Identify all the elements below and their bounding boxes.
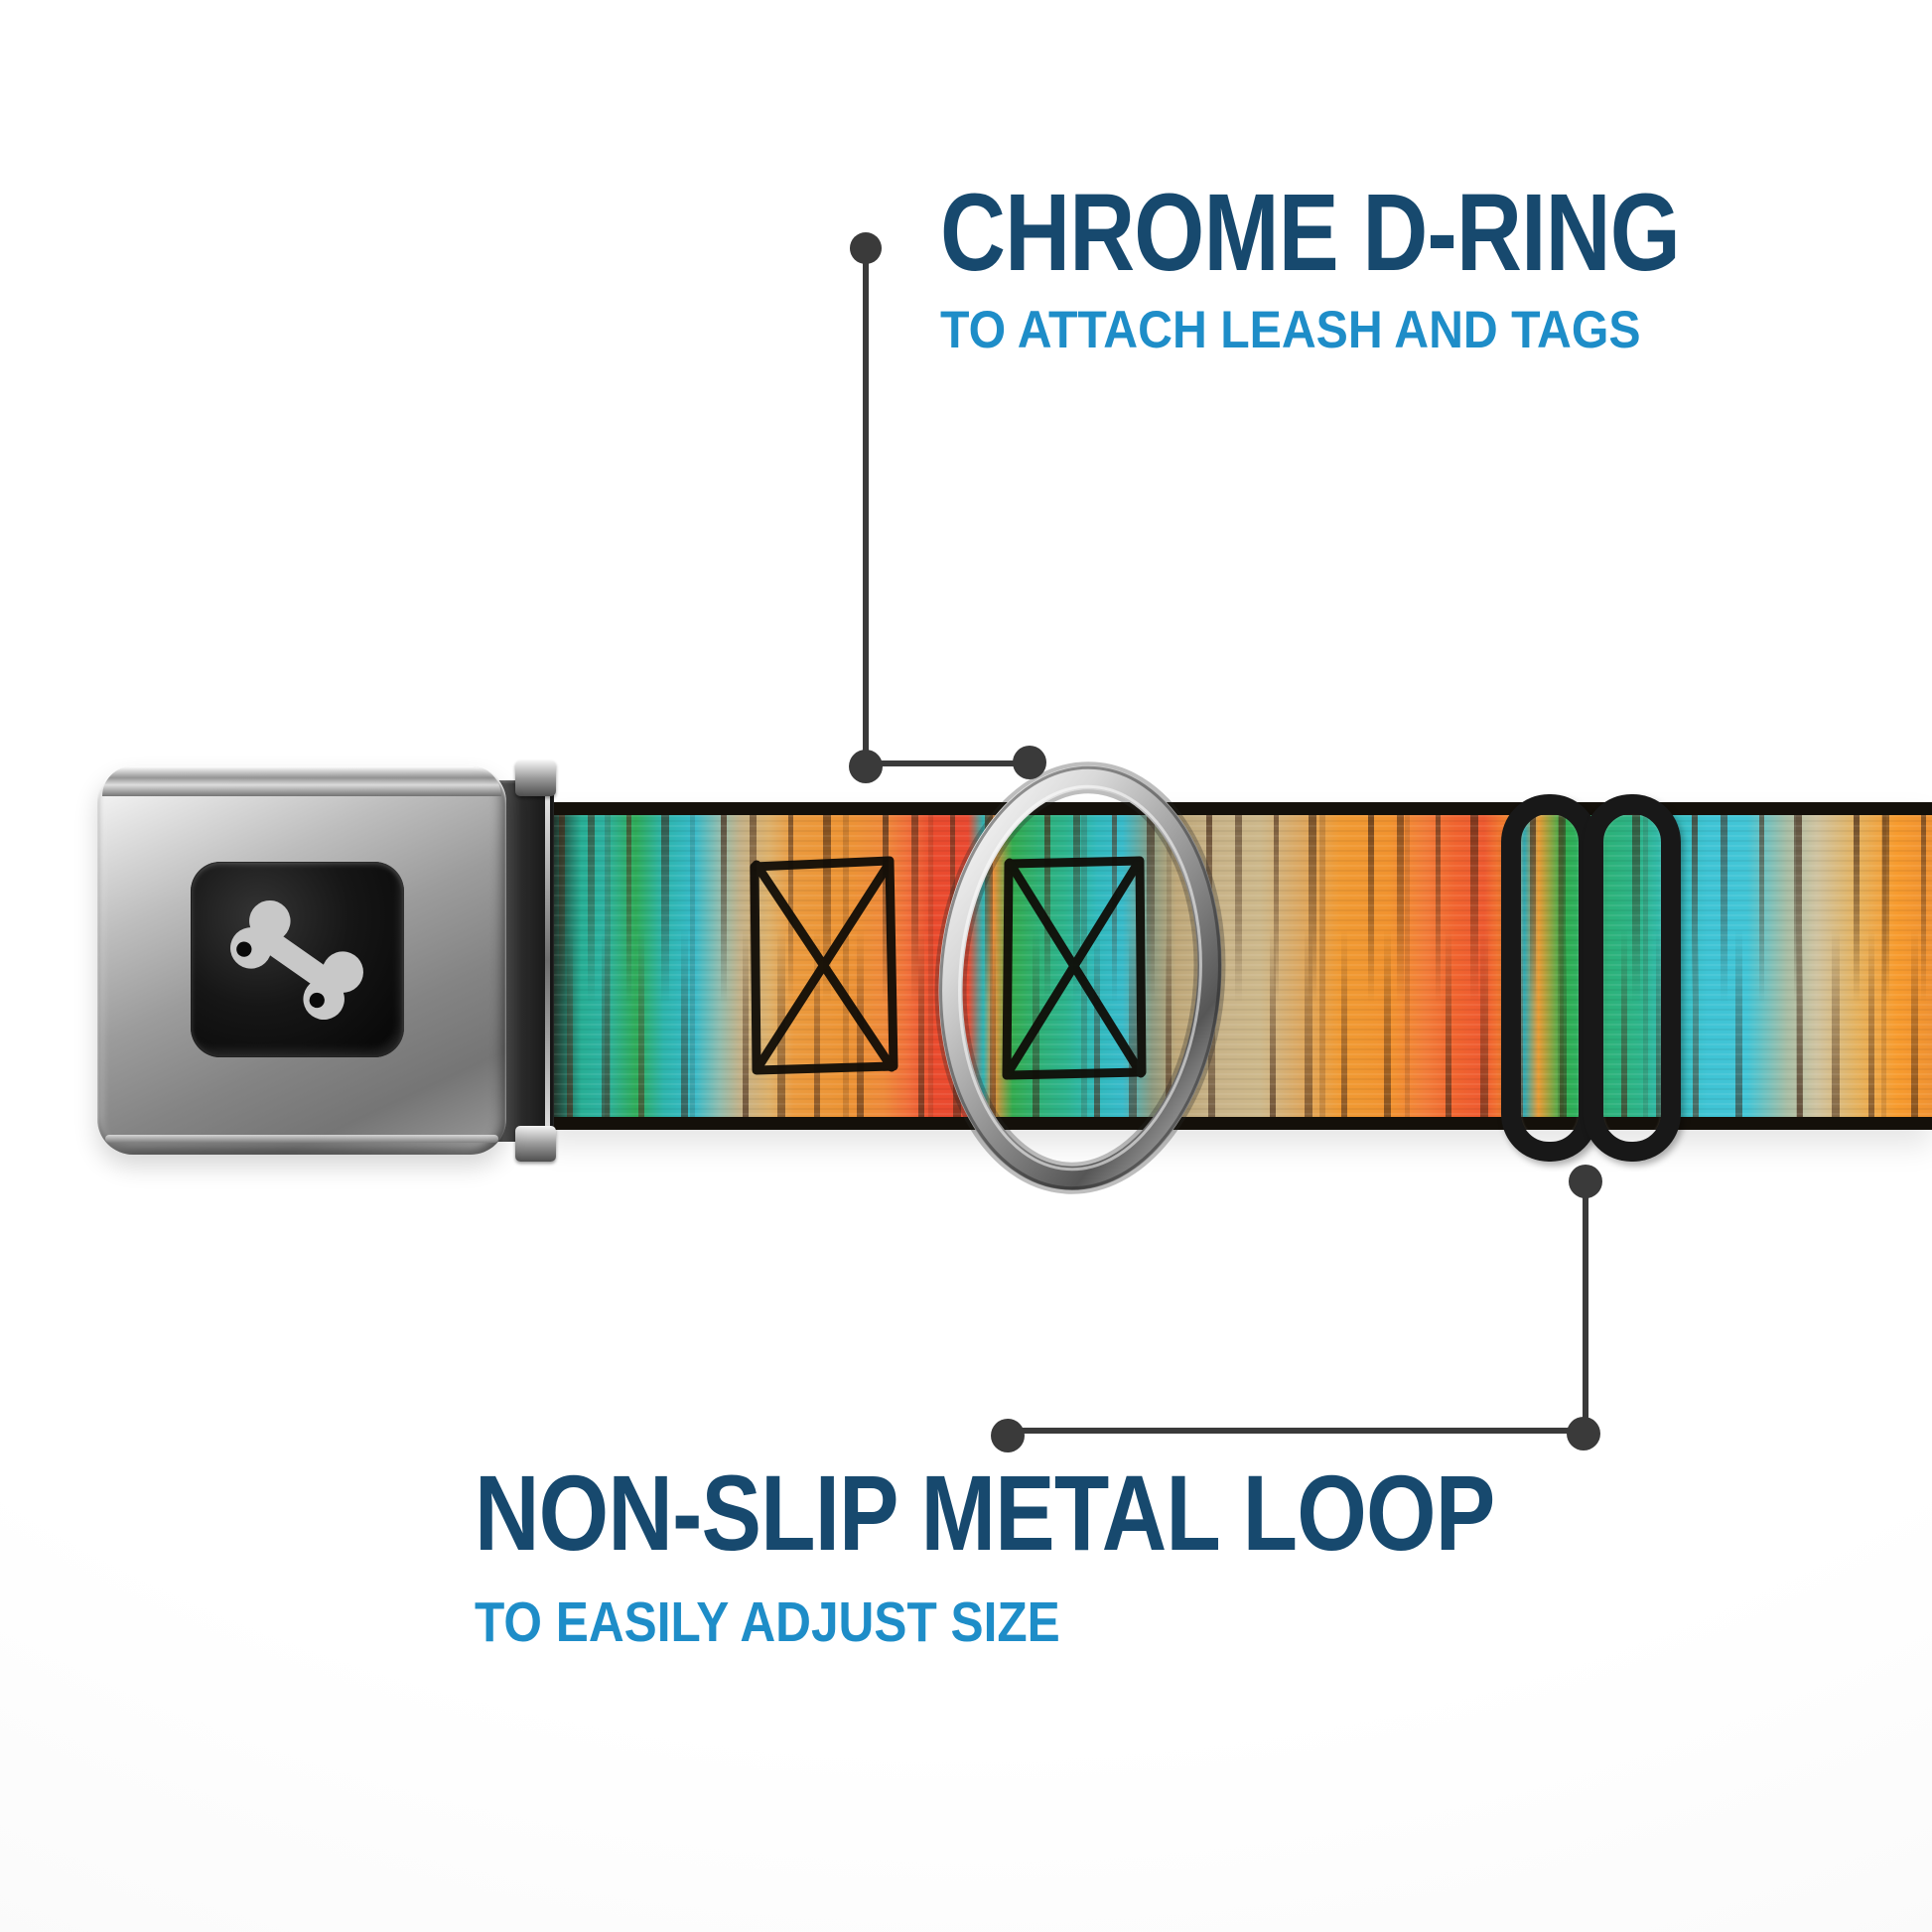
callout-line-vertical: [863, 248, 869, 766]
callout-line-horizontal: [1008, 1428, 1584, 1434]
callout-line-vertical: [1583, 1181, 1588, 1434]
callout-dot: [1567, 1417, 1600, 1450]
chrome-d-ring: [934, 761, 1226, 1194]
bottom-callout-title: NON-SLIP METAL LOOP: [475, 1452, 1495, 1573]
top-callout-subtitle: TO ATTACH LEASH AND TAGS: [940, 301, 1641, 359]
dog-bone-icon: [230, 899, 363, 1021]
seatbelt-buckle: [97, 766, 506, 1155]
buckle-hook-bottom: [515, 1126, 556, 1162]
stitch-box-x: [750, 856, 898, 1075]
stitch-box-x: [1002, 856, 1147, 1080]
box-x-stitches: [750, 856, 1147, 1080]
buckle-hook-top: [515, 760, 556, 796]
buckle-top-strip: [102, 766, 501, 796]
callout-dot: [991, 1419, 1025, 1452]
bottom-callout-subtitle: TO EASILY ADJUST SIZE: [475, 1590, 1060, 1654]
buckle-emblem-window: [191, 862, 404, 1057]
top-callout-title: CHROME D-RING: [940, 172, 1681, 294]
metal-loop-slider-right: [1584, 794, 1681, 1162]
buckle-latch-slit: [545, 790, 550, 1132]
callout-dot: [1013, 746, 1046, 779]
callout-dot: [849, 750, 883, 783]
callout-line-horizontal: [866, 760, 1030, 766]
buckle-bottom-strip: [105, 1135, 498, 1143]
